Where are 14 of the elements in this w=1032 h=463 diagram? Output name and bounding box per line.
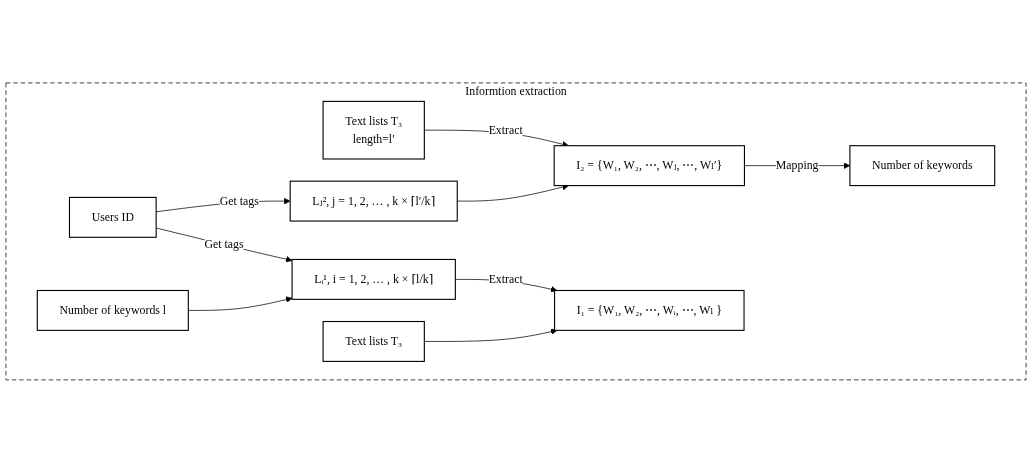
- node-box: Users ID: [68, 196, 157, 238]
- edge-label: Extract: [488, 272, 523, 286]
- node-box: I₁ = {W₁, W₂, ⋯, Wᵢ, ⋯, Wₗ }: [554, 290, 745, 332]
- edge-label: Extract: [488, 123, 523, 137]
- node-box: Lᵢ¹, i = 1, 2, … , k × ⌈l/k⌉: [291, 259, 456, 300]
- edge-label: Mapping: [775, 159, 819, 172]
- node-box: I₂ = {W₁, W₂, ⋯, Wⱼ, ⋯, Wₗ′}: [553, 145, 745, 187]
- edge-label: Get tags: [204, 238, 244, 251]
- node-box: Text lists T₃ length=l′: [322, 100, 425, 160]
- edge-label: Get tags: [219, 194, 259, 208]
- node-box: Number of keywords: [849, 145, 996, 187]
- node-box: Text lists T₃: [322, 321, 425, 363]
- node-box: Lⱼ², j = 1, 2, … , k × ⌈l′/k⌉: [289, 180, 458, 222]
- node-box: Number of keywords l: [36, 290, 189, 332]
